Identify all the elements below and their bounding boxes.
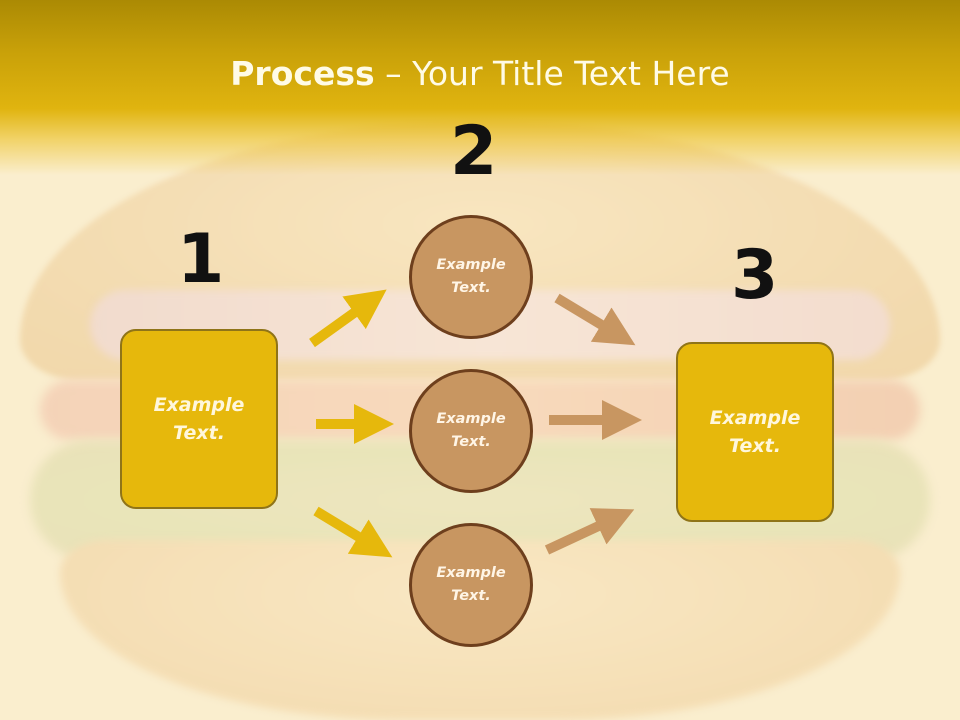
circle-1-text: Example Text. <box>436 256 506 296</box>
left-box-text: Example Text. <box>153 393 245 445</box>
arrow-circle-3-to-right <box>544 508 635 555</box>
title-bold: Process <box>230 54 375 93</box>
right-box-text: Example Text. <box>709 406 801 458</box>
step-number-1: 1 <box>177 220 225 299</box>
circle-2-text: Example Text. <box>436 410 506 450</box>
circle-3: Example Text. <box>409 523 533 647</box>
arrow-left-to-circle-3 <box>313 506 393 558</box>
title-bar <box>0 0 960 175</box>
title-rest: – Your Title Text Here <box>374 54 730 93</box>
left-box: Example Text. <box>120 329 278 509</box>
arrow-circle-1-to-right <box>554 293 636 346</box>
step-number-2: 2 <box>450 112 498 191</box>
step-number-3: 3 <box>731 236 779 315</box>
circle-2: Example Text. <box>409 369 533 493</box>
circle-3-text: Example Text. <box>436 564 506 604</box>
right-box: Example Text. <box>676 342 834 522</box>
circle-1: Example Text. <box>409 215 533 339</box>
slide-title: Process – Your Title Text Here <box>0 54 960 93</box>
arrow-left-to-circle-1 <box>309 289 387 348</box>
